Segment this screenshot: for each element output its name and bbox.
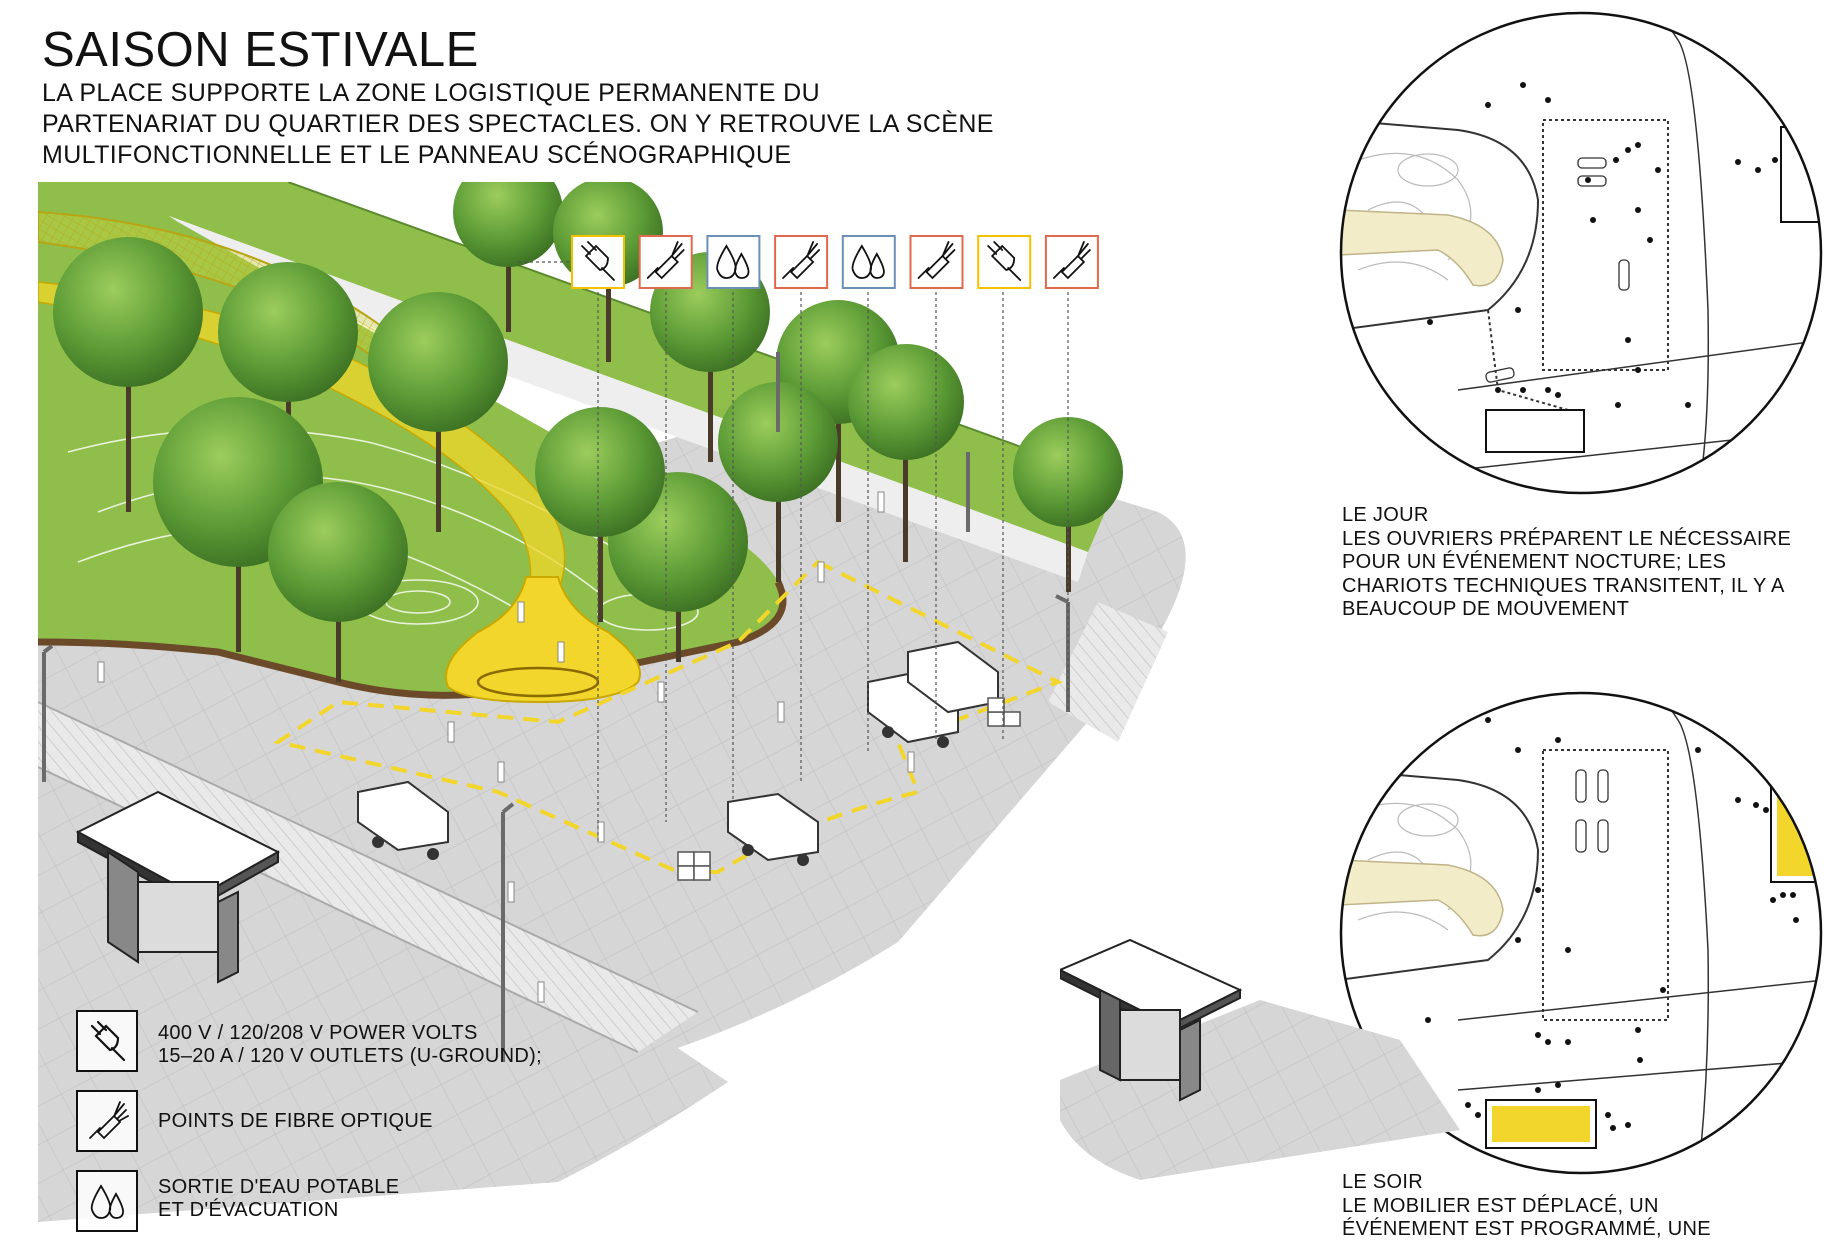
person-dot (1793, 917, 1799, 923)
person-dot (1515, 747, 1521, 753)
person-dot (1535, 1032, 1541, 1038)
person-dot (1535, 887, 1541, 893)
fiber-icon (774, 235, 829, 289)
night-line: LE MOBILIER EST DÉPLACÉ, UN (1342, 1194, 1659, 1217)
water-drops-icon (841, 235, 896, 289)
day-line: CHARIOTS TECHNIQUES TRANSITENT, IL Y A (1342, 574, 1785, 597)
axonometric-plaza-illustration (38, 182, 1186, 1222)
person-dot (1535, 1087, 1541, 1093)
page-title: SAISON ESTIVALE (42, 23, 479, 77)
person-dot (1555, 1082, 1561, 1088)
crates (677, 697, 1021, 881)
person-dot (1625, 147, 1631, 153)
legend-fiber-line1: POINTS DE FIBRE OPTIQUE (158, 1110, 433, 1132)
person-dot (1545, 1039, 1551, 1045)
person-dot (1763, 807, 1769, 813)
connector-icons-row (571, 235, 1099, 289)
night-caption: LE SOIR LE MOBILIER EST DÉPLACÉ, UN ÉVÉN… (1342, 1171, 1711, 1242)
person-dot (1590, 217, 1596, 223)
street-hatched-right (1048, 602, 1168, 742)
person-dot (1485, 102, 1491, 108)
person-dot (1427, 319, 1433, 325)
person-dot (1755, 167, 1761, 173)
person-dot (1520, 387, 1526, 393)
plug-icon (571, 235, 625, 289)
pavilion-evening-view (1060, 938, 1460, 1180)
sidewalk-lower (38, 872, 728, 1222)
person-dot (1660, 987, 1666, 993)
legend-water-line1: SORTIE D'EAU POTABLE (158, 1176, 400, 1198)
person-dot (1635, 142, 1641, 148)
fiber-icon (76, 1090, 138, 1152)
icon-leader-lines (518, 261, 1069, 842)
person-dot (1625, 337, 1631, 343)
person-dot (1485, 717, 1491, 723)
person-dot (1545, 387, 1551, 393)
pavilion-kiosk (75, 790, 281, 984)
person-dot (1465, 1102, 1471, 1108)
person-dot (1585, 177, 1591, 183)
night-site-plan-circle (1339, 691, 1823, 1175)
plug-icon (76, 1010, 138, 1072)
fiber-icon (909, 235, 964, 289)
person-dot (1515, 307, 1521, 313)
night-line: ÉVÉNEMENT EST PROGRAMMÉ, UNE (1342, 1218, 1711, 1240)
person-dot (1545, 97, 1551, 103)
person-dot (1637, 1057, 1643, 1063)
person-dot (1772, 157, 1778, 163)
person-dot (1635, 207, 1641, 213)
person-dot (1635, 367, 1641, 373)
day-line: LES OUVRIERS PRÉPARENT LE NÉCESSAIRE (1342, 527, 1792, 550)
person-dot (1555, 737, 1561, 743)
night-heading: LE SOIR (1342, 1171, 1424, 1193)
person-dot (1610, 1125, 1616, 1131)
person-dot (1655, 167, 1661, 173)
stage-teardrop (445, 576, 641, 704)
subtitle-line: PARTENARIAT DU QUARTIER DES SPECTACLES. … (42, 110, 994, 138)
day-caption: LE JOUR LES OUVRIERS PRÉPARENT LE NÉCESS… (1342, 504, 1791, 622)
person-dot (1695, 747, 1701, 753)
day-heading: LE JOUR (1342, 504, 1429, 526)
legend-power-line1: 400 V / 120/208 V POWER VOLTS (158, 1022, 478, 1044)
person-dot (1735, 159, 1741, 165)
subtitle-line: LA PLACE SUPPORTE LA ZONE LOGISTIQUE PER… (42, 79, 821, 107)
person-dot (1790, 892, 1796, 898)
fiber-icon (1044, 235, 1099, 289)
person-dot (1605, 1112, 1611, 1118)
day-line: BEAUCOUP DE MOUVEMENT (1342, 598, 1630, 620)
person-dot (1555, 392, 1561, 398)
trees (53, 182, 1123, 682)
person-dot (1495, 387, 1501, 393)
person-dot (1685, 402, 1691, 408)
person-dot (1735, 797, 1741, 803)
water-drops-icon (706, 235, 761, 289)
person-dot (1613, 157, 1619, 163)
page-subtitle: LA PLACE SUPPORTE LA ZONE LOGISTIQUE PER… (42, 78, 1162, 171)
subtitle-line: MULTIFONCTIONNELLE ET LE PANNEAU SCÉNOGR… (42, 141, 792, 169)
person-dot (1770, 897, 1776, 903)
people (97, 491, 915, 1003)
person-dot (1520, 82, 1526, 88)
legend-water-line2: ET D'ÉVACUATION (158, 1199, 339, 1221)
person-dot (1753, 802, 1759, 808)
street-hatched (38, 702, 698, 1052)
fiber-icon (638, 235, 693, 289)
person-dot (1625, 1122, 1631, 1128)
person-dot (1647, 237, 1653, 243)
person-dot (1615, 402, 1621, 408)
person-dot (1475, 1112, 1481, 1118)
person-dot (1635, 1027, 1641, 1033)
person-dot (1565, 947, 1571, 953)
person-dot (1780, 892, 1786, 898)
light-poles (42, 352, 1070, 1062)
day-line: POUR UN ÉVÉNEMENT NOCTURE; LES (1342, 551, 1727, 573)
day-site-plan-circle (1339, 11, 1823, 495)
vans (357, 640, 999, 866)
person-dot (1515, 937, 1521, 943)
plug-icon (977, 235, 1032, 289)
legend-power-line2: 15–20 A / 120 V OUTLETS (U-GROUND); (158, 1045, 542, 1067)
water-drops-icon (76, 1170, 138, 1232)
person-dot (1565, 1039, 1571, 1045)
person-dot (1425, 1017, 1431, 1023)
